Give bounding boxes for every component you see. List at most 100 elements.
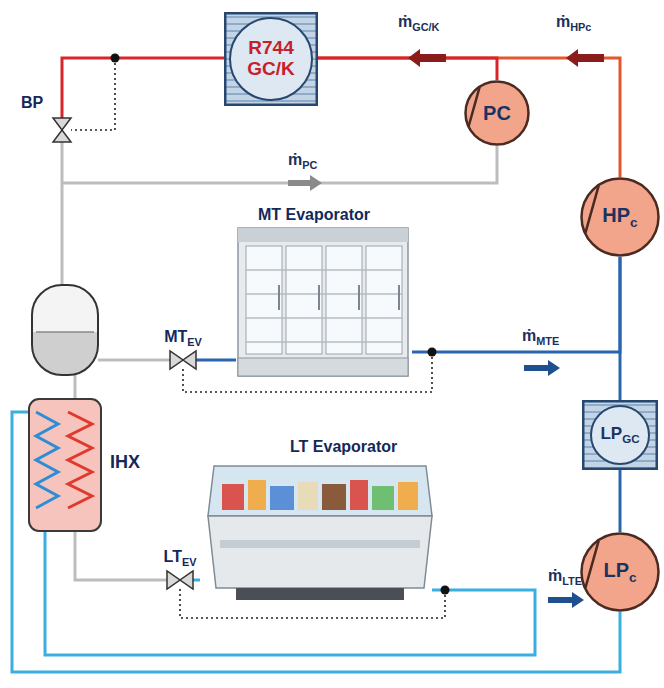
heat-exchanger: IHX (28, 398, 102, 532)
box-fill (224, 12, 318, 106)
gas-cooler: LPGC (582, 400, 658, 470)
expansion-valve: LTEV (167, 571, 193, 589)
pipe-connector (45, 532, 535, 655)
liquid-pipe (98, 359, 170, 362)
node-label: MT Evaporator (258, 206, 370, 224)
compressor-line (585, 185, 598, 233)
node-label: LT Evaporator (290, 438, 397, 456)
compressor-circle (582, 534, 659, 611)
bypass-valve: BP (53, 118, 71, 142)
flow-arrow (288, 175, 322, 191)
text-subscript: PC (302, 159, 317, 171)
text-main: ṁ (398, 13, 412, 30)
valve-symbol (180, 571, 193, 589)
text-main: HP (602, 204, 630, 226)
flow-label: ṁLTE (548, 566, 582, 588)
evaporator-cabinet: LT Evaporator (200, 436, 432, 602)
glass-door (286, 246, 322, 354)
node-label: PC (483, 102, 511, 125)
text-subscript: EV (187, 336, 202, 348)
cabinet-base (238, 358, 408, 376)
node-shape (167, 571, 193, 589)
goods (298, 482, 318, 510)
goods (398, 482, 418, 510)
exchanger-body (29, 399, 101, 531)
text-main: ṁ (288, 151, 302, 168)
flow-label: ṁHPc (556, 12, 591, 34)
node-label: BP (21, 94, 43, 112)
sensor-dot (111, 54, 120, 63)
text-main: ṁ (556, 13, 570, 30)
valve-symbol (183, 351, 196, 369)
door-handles (279, 285, 399, 310)
node-shape (53, 118, 71, 142)
vapour-pipe (62, 146, 497, 183)
text-subscript: EV (182, 556, 197, 568)
node-label: LPc (603, 559, 636, 585)
text-subscript: c (630, 215, 638, 230)
pipe-connector (318, 58, 497, 80)
glass-door (366, 246, 402, 354)
node-label: LTEV (164, 548, 197, 568)
flow-arrow (548, 592, 584, 608)
valve-symbol (53, 130, 71, 142)
freezer-lid (208, 466, 432, 516)
fan-circle (230, 18, 312, 100)
box-fill (582, 400, 658, 470)
freezer-stripe (220, 540, 420, 548)
receiver-outline (32, 285, 98, 375)
flow-label: ṁGC/K (398, 12, 439, 34)
stripes (225, 17, 317, 101)
text-main: ṁ (548, 567, 562, 584)
pipe-connector (619, 257, 622, 400)
pipe-connector (75, 532, 167, 580)
text-main: LP (600, 424, 622, 443)
compressor-circle (466, 82, 529, 145)
control-line (183, 352, 432, 392)
text-main: LP (603, 559, 629, 581)
sensor-dot (441, 586, 450, 595)
flow-arrow (566, 49, 604, 67)
goods (248, 480, 266, 510)
node-label: LPGC (600, 424, 639, 445)
pipe-connector (62, 58, 224, 118)
text-subscript: c (629, 570, 637, 585)
liquid-pipe (61, 142, 64, 285)
text-subscript: MTE (536, 335, 559, 347)
box-outline (583, 401, 657, 469)
valve-symbol (53, 118, 71, 130)
glass-door (246, 246, 282, 354)
stripes (583, 405, 657, 468)
node-shape (170, 351, 196, 369)
node-label: MTEV (164, 328, 202, 348)
compressor: PC (464, 80, 530, 146)
compressor-line (469, 87, 480, 126)
gas-cooler: R744 GC/K (224, 12, 318, 106)
glass-door (326, 246, 362, 354)
liquid-level (36, 331, 94, 333)
text-main: LT (164, 548, 182, 565)
text-subscript: GC (622, 434, 639, 446)
flow-label: ṁMTE (522, 326, 559, 348)
sensor-dot (428, 348, 437, 357)
hot-coil (68, 412, 92, 508)
box-outline (225, 13, 317, 105)
fan-circle (591, 406, 649, 464)
shelves (246, 270, 402, 342)
control-line (71, 58, 115, 130)
text-subscript: LTE (562, 575, 582, 587)
text-main: MT (164, 328, 187, 345)
valve-symbol (170, 351, 183, 369)
valve-symbol (167, 571, 180, 589)
compressor-circle (582, 179, 659, 256)
freezer-base (236, 588, 404, 600)
text-main: ṁ (522, 327, 536, 344)
compressor: HPc (580, 177, 660, 257)
flow-label: ṁPC (288, 150, 317, 172)
goods (372, 486, 394, 510)
pipe-connector (412, 257, 620, 352)
node-label: HPc (602, 204, 637, 230)
node-label: R744 GC/K (239, 38, 303, 80)
cabinet-header (238, 228, 408, 242)
compressor: LPc (580, 532, 660, 612)
